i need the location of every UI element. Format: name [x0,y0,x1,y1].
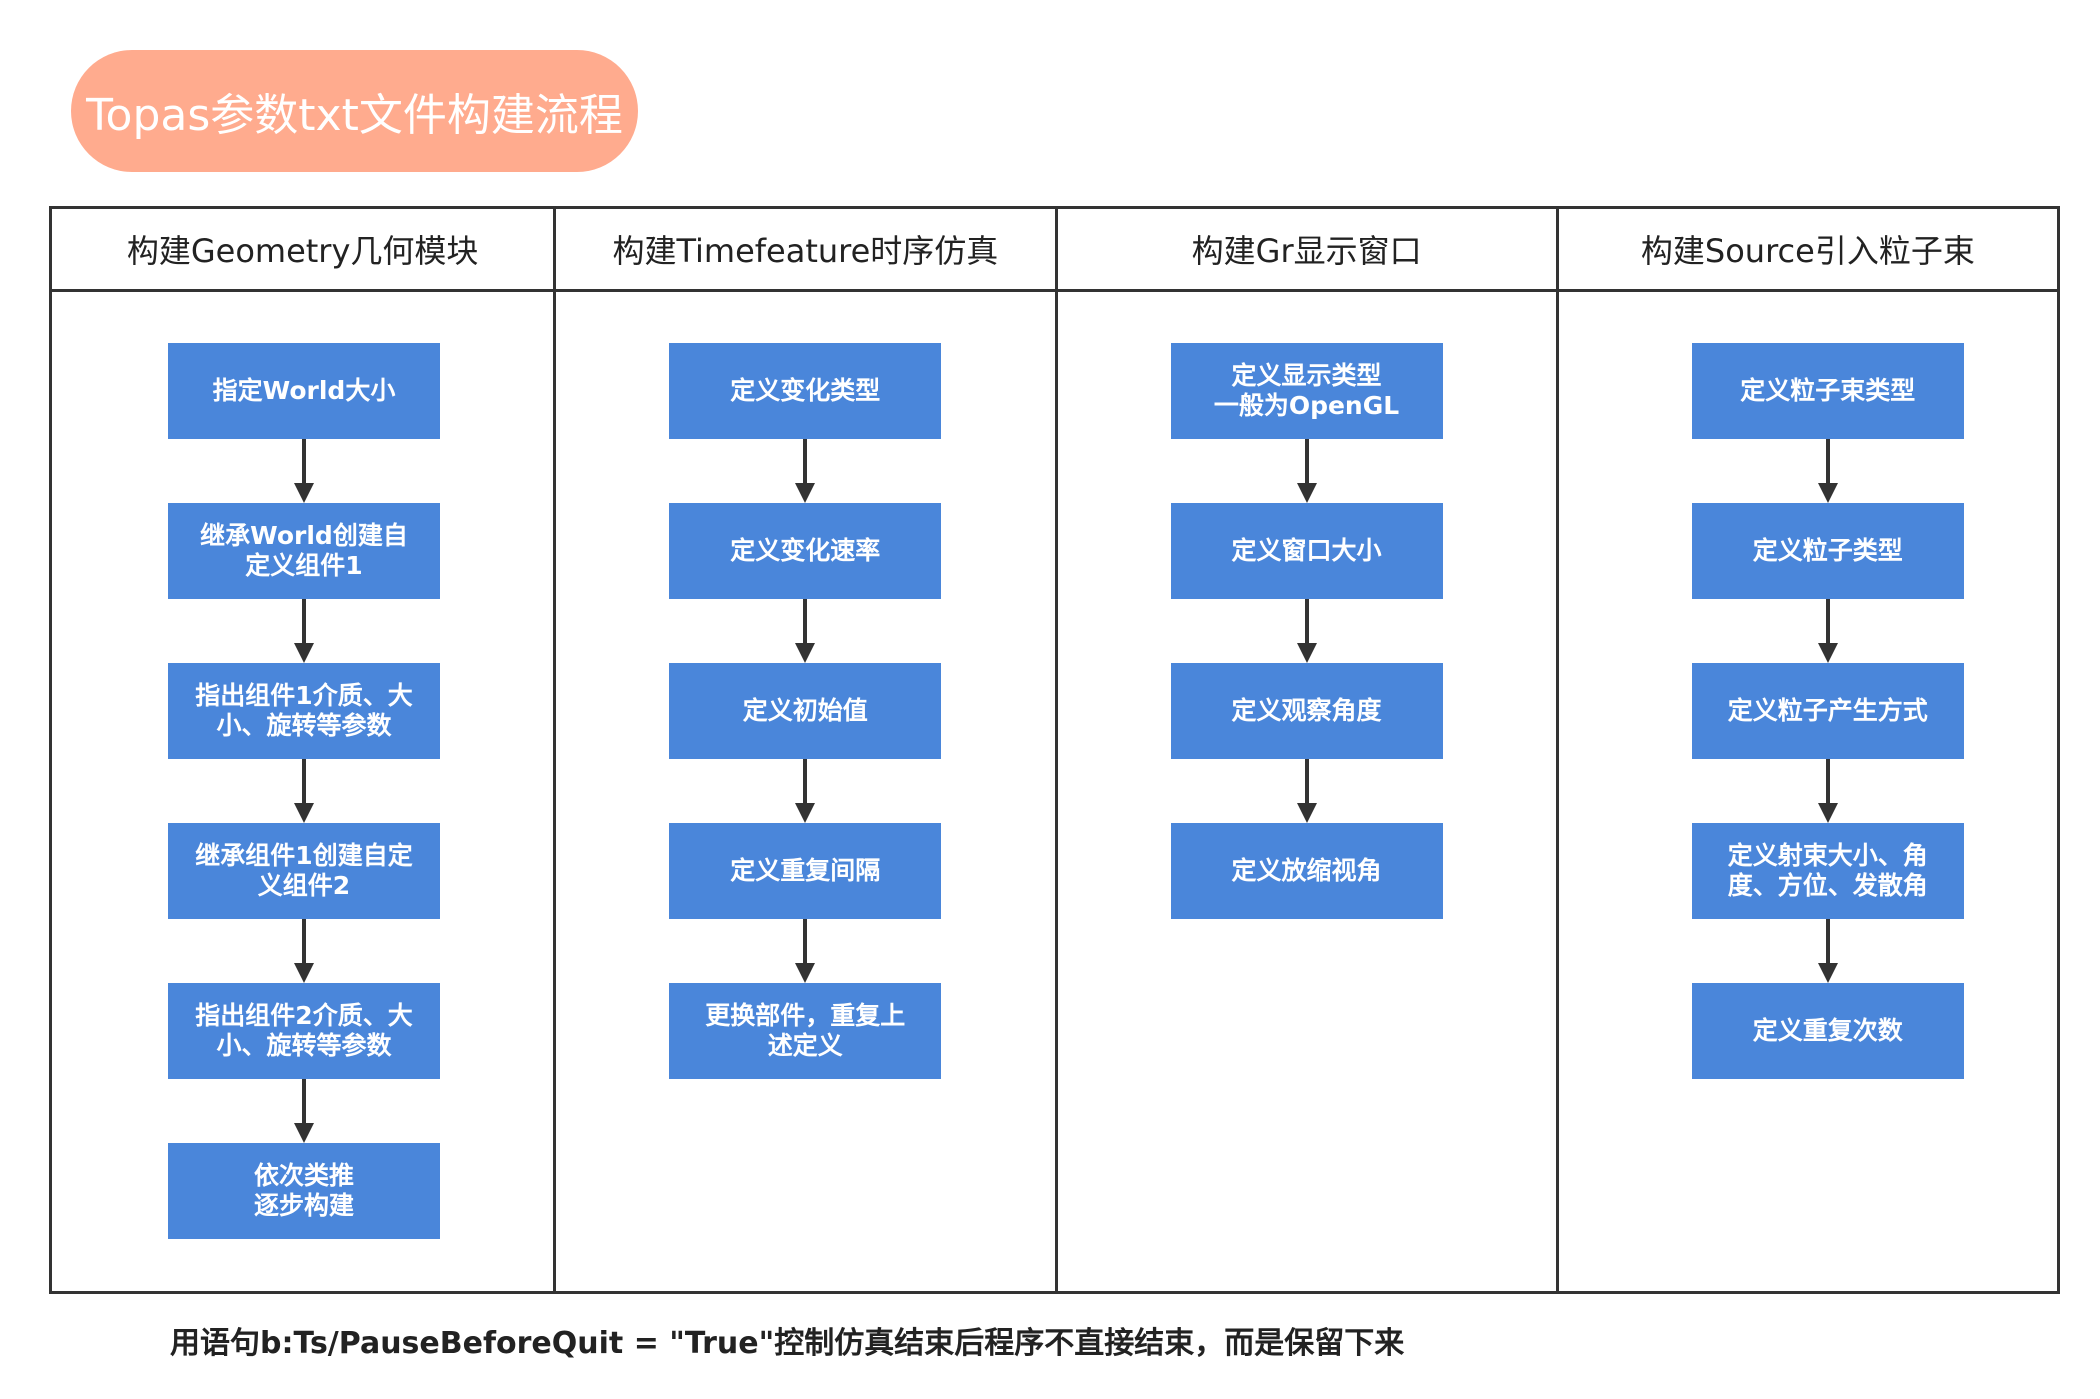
footnote: 用语句b:Ts/PauseBeforeQuit = "True"控制仿真结束后程… [170,1326,1405,1361]
step-box: 定义初始值 [669,663,942,759]
column-header: 构建Timefeature时序仿真 [556,209,1055,292]
step-box: 更换部件，重复上 述定义 [669,983,942,1079]
column-3: 构建Gr显示窗口定义显示类型 一般为OpenGL 定义窗口大小定义观察角度定义放缩… [1054,209,1556,1291]
step-box: 定义重复间隔 [669,823,942,919]
flow-table: 构建Geometry几何模块指定World大小继承World创建自 定义组件1 指… [49,206,2060,1294]
step-box: 指定World大小 [168,343,440,439]
step-box: 定义变化速率 [669,503,942,599]
step-box: 定义粒子产生方式 [1691,663,1964,759]
step-box: 定义窗口大小 [1170,503,1443,599]
step-box: 定义粒子类型 [1691,503,1964,599]
column-1: 构建Geometry几何模块指定World大小继承World创建自 定义组件1 指… [52,209,554,1291]
column-2: 构建Timefeature时序仿真定义变化类型定义变化速率定义初始值定义重复间隔… [553,209,1055,1291]
column-header: 构建Gr显示窗口 [1057,209,1556,292]
column-header: 构建Source引入粒子束 [1558,209,2057,292]
step-box: 定义观察角度 [1170,663,1443,759]
column-4: 构建Source引入粒子束定义粒子束类型定义粒子类型定义粒子产生方式定义射束大小… [1555,209,2057,1291]
page-title: Topas参数txt文件构建流程 [86,90,623,141]
title-pill: Topas参数txt文件构建流程 [71,50,638,172]
step-box: 继承组件1创建自定 义组件2 [168,823,440,919]
step-box: 定义放缩视角 [1170,823,1443,919]
step-box: 依次类推 逐步构建 [168,1143,440,1239]
step-box: 定义射束大小、角 度、方位、发散角 [1691,823,1964,919]
step-box: 定义粒子束类型 [1691,343,1964,439]
step-box: 指出组件1介质、大 小、旋转等参数 [168,663,440,759]
step-box: 定义重复次数 [1691,983,1964,1079]
step-box: 定义显示类型 一般为OpenGL [1170,343,1443,439]
step-box: 继承World创建自 定义组件1 [168,503,440,599]
column-header: 构建Geometry几何模块 [52,209,554,292]
step-box: 定义变化类型 [669,343,942,439]
step-box: 指出组件2介质、大 小、旋转等参数 [168,983,440,1079]
